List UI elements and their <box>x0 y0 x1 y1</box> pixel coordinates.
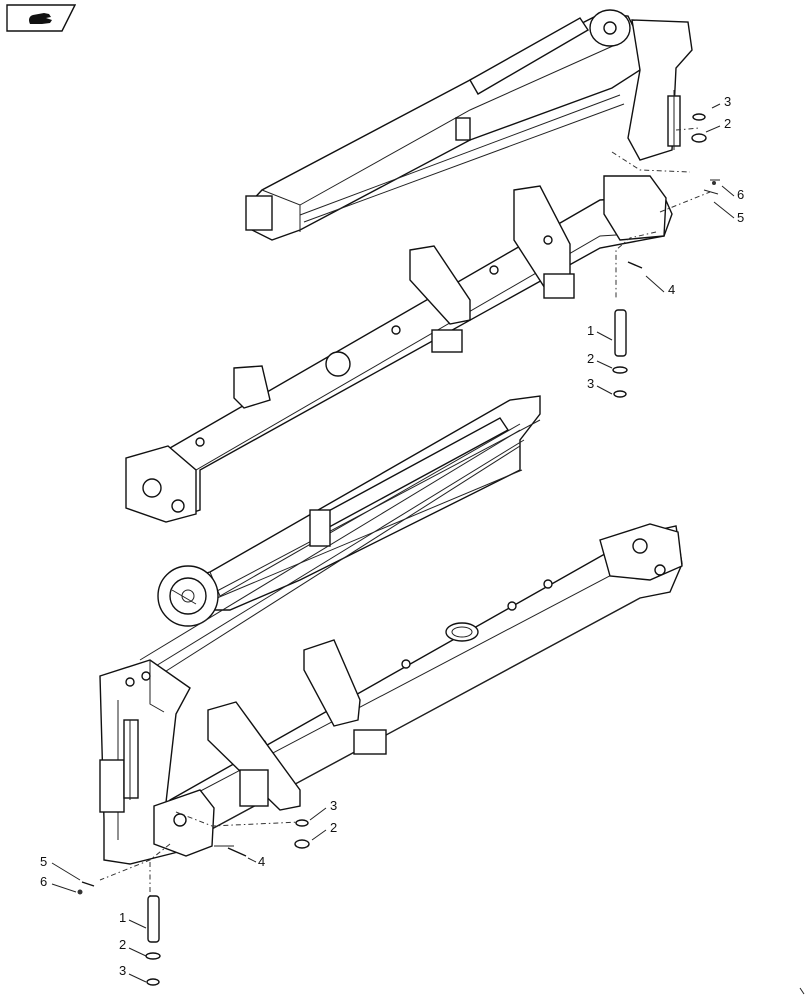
lower-boom-arm <box>139 395 541 681</box>
callout-label: 3 <box>119 963 126 978</box>
callout-label: 5 <box>737 210 744 225</box>
hand-pointing-icon <box>6 4 77 32</box>
callout-lower-pin-2: 2 <box>119 937 147 957</box>
callout-label: 1 <box>587 323 594 338</box>
lower-pivot-tower <box>99 659 191 865</box>
callout-lower-pin-3: 3 <box>119 963 147 983</box>
callout-label: 2 <box>330 820 337 835</box>
callout-lower-4: 4 <box>247 854 265 869</box>
callout-label: 3 <box>587 376 594 391</box>
callout-label: 1 <box>119 910 126 925</box>
navigation-button[interactable] <box>6 4 77 32</box>
lower-boom-frame <box>153 523 683 857</box>
callout-label: 4 <box>258 854 265 869</box>
callout-label: 2 <box>724 116 731 131</box>
callout-lower-pin-1: 1 <box>119 910 147 929</box>
stray-mark <box>799 987 805 995</box>
callout-lower-3: 3 <box>309 798 337 821</box>
callout-upper-2: 2 <box>705 116 731 133</box>
callout-label: 3 <box>330 798 337 813</box>
callout-label: 6 <box>737 187 744 202</box>
callout-label: 5 <box>40 854 47 869</box>
callout-upper-4: 4 <box>645 275 675 297</box>
callout-lower-5: 5 <box>40 854 81 881</box>
lower-hardware <box>77 811 310 986</box>
callout-upper-6: 6 <box>721 185 744 202</box>
callout-upper-3: 3 <box>711 94 731 109</box>
callout-upper-pin-2: 2 <box>587 351 613 369</box>
upper-hardware <box>611 113 720 398</box>
callout-upper-pin-1: 1 <box>587 323 613 341</box>
callout-lower-2: 2 <box>311 820 337 841</box>
callout-lower-6: 6 <box>40 874 77 893</box>
callout-upper-5: 5 <box>713 201 744 225</box>
callout-label: 2 <box>119 937 126 952</box>
callout-label: 6 <box>40 874 47 889</box>
upper-boom-frame <box>125 175 673 523</box>
callout-label: 2 <box>587 351 594 366</box>
upper-boom-arm <box>245 9 693 241</box>
callout-label: 4 <box>668 282 675 297</box>
callout-upper-pin-3: 3 <box>587 376 613 395</box>
callout-label: 3 <box>724 94 731 109</box>
